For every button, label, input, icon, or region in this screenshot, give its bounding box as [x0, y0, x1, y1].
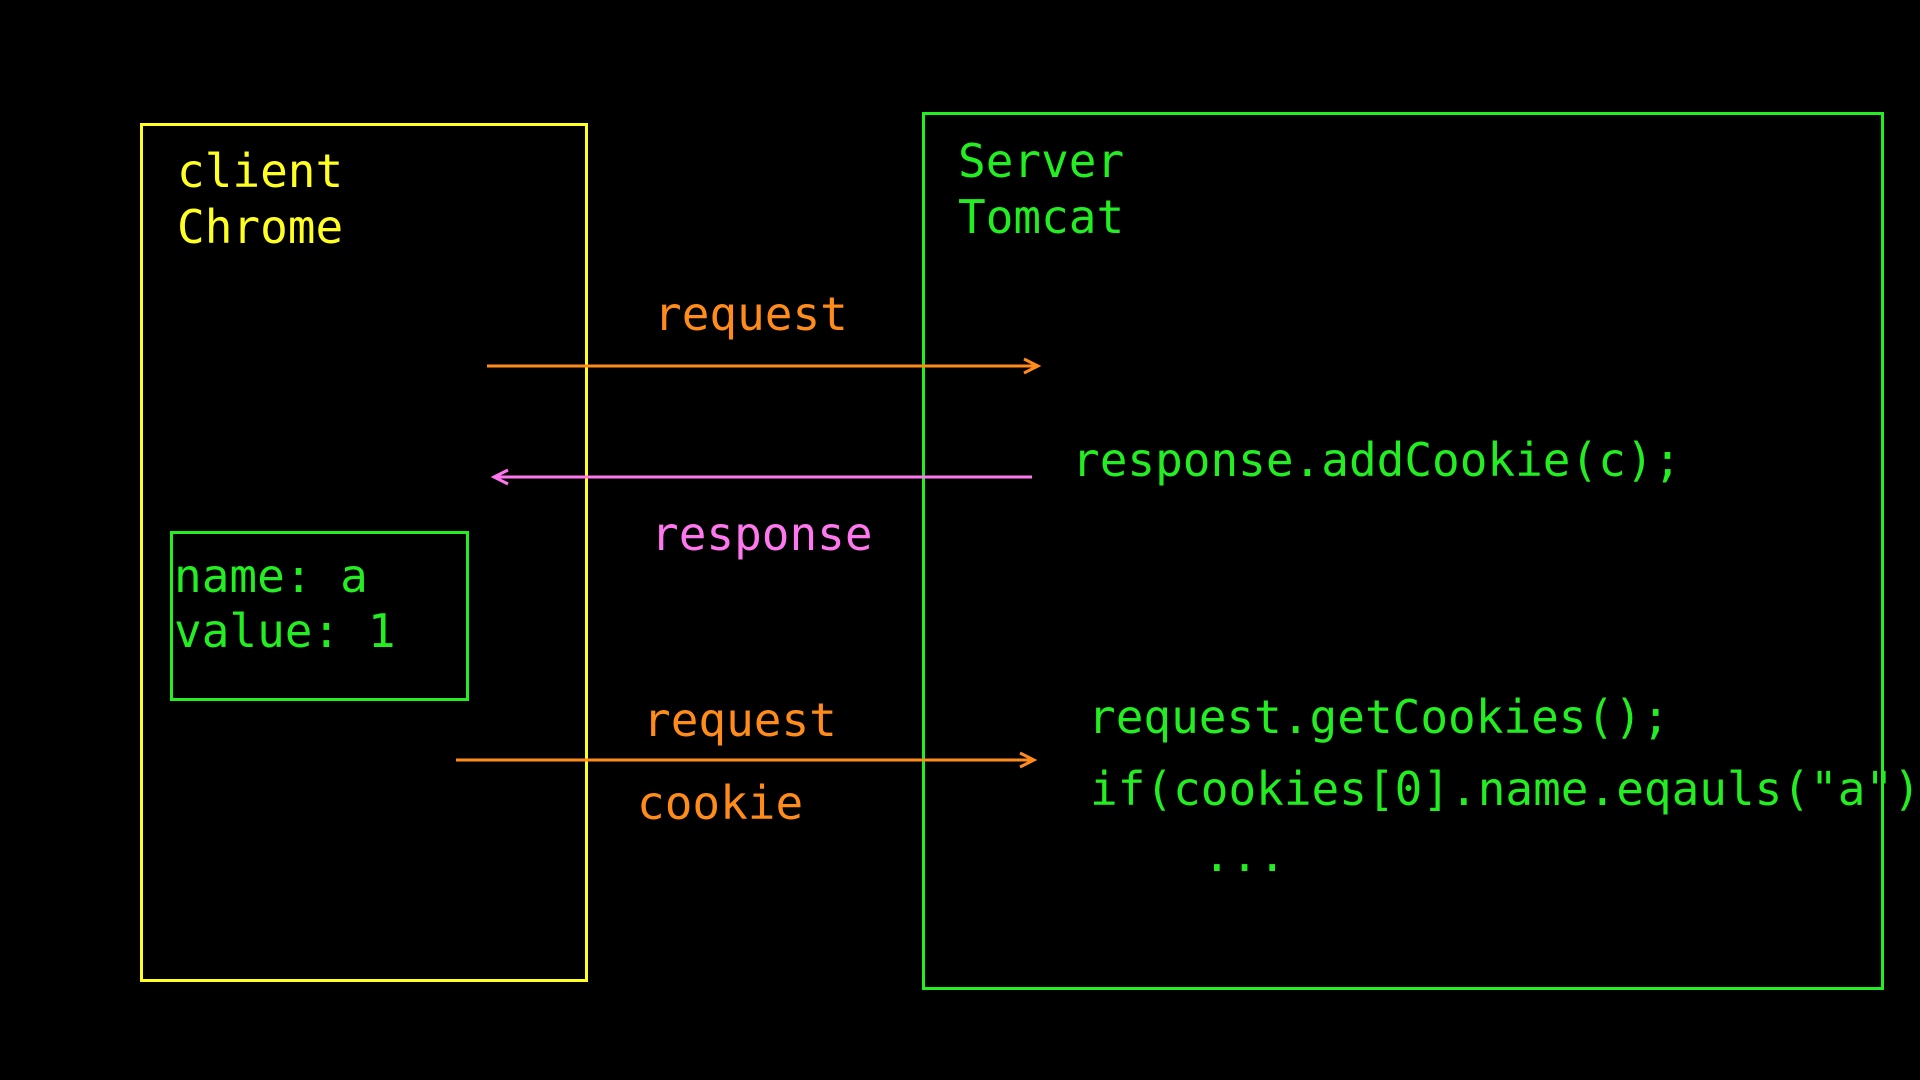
- request-arrow-2: [456, 751, 1038, 769]
- ellipsis-code: ...: [1203, 828, 1287, 882]
- request-label-1: request: [654, 287, 848, 341]
- response-label: response: [651, 507, 873, 561]
- server-label: Server: [958, 134, 1125, 188]
- server-box: [922, 112, 1884, 990]
- add-cookie-code: response.addCookie(c);: [1072, 433, 1682, 487]
- cookie-label: cookie: [637, 776, 804, 830]
- request-label-2: request: [643, 693, 837, 747]
- browser-label: Chrome: [177, 200, 344, 254]
- if-condition-code: if(cookies[0].name.eqauls("a")): [1090, 762, 1920, 816]
- request-arrow-1: [487, 357, 1042, 375]
- server-software-label: Tomcat: [958, 190, 1125, 244]
- cookie-value-label: value: 1: [174, 604, 396, 658]
- client-box: [140, 123, 588, 982]
- get-cookies-code: request.getCookies();: [1088, 690, 1670, 744]
- cookie-box: [170, 531, 469, 701]
- response-arrow: [490, 468, 1032, 486]
- client-label: client: [177, 144, 344, 198]
- cookie-name-label: name: a: [174, 549, 368, 603]
